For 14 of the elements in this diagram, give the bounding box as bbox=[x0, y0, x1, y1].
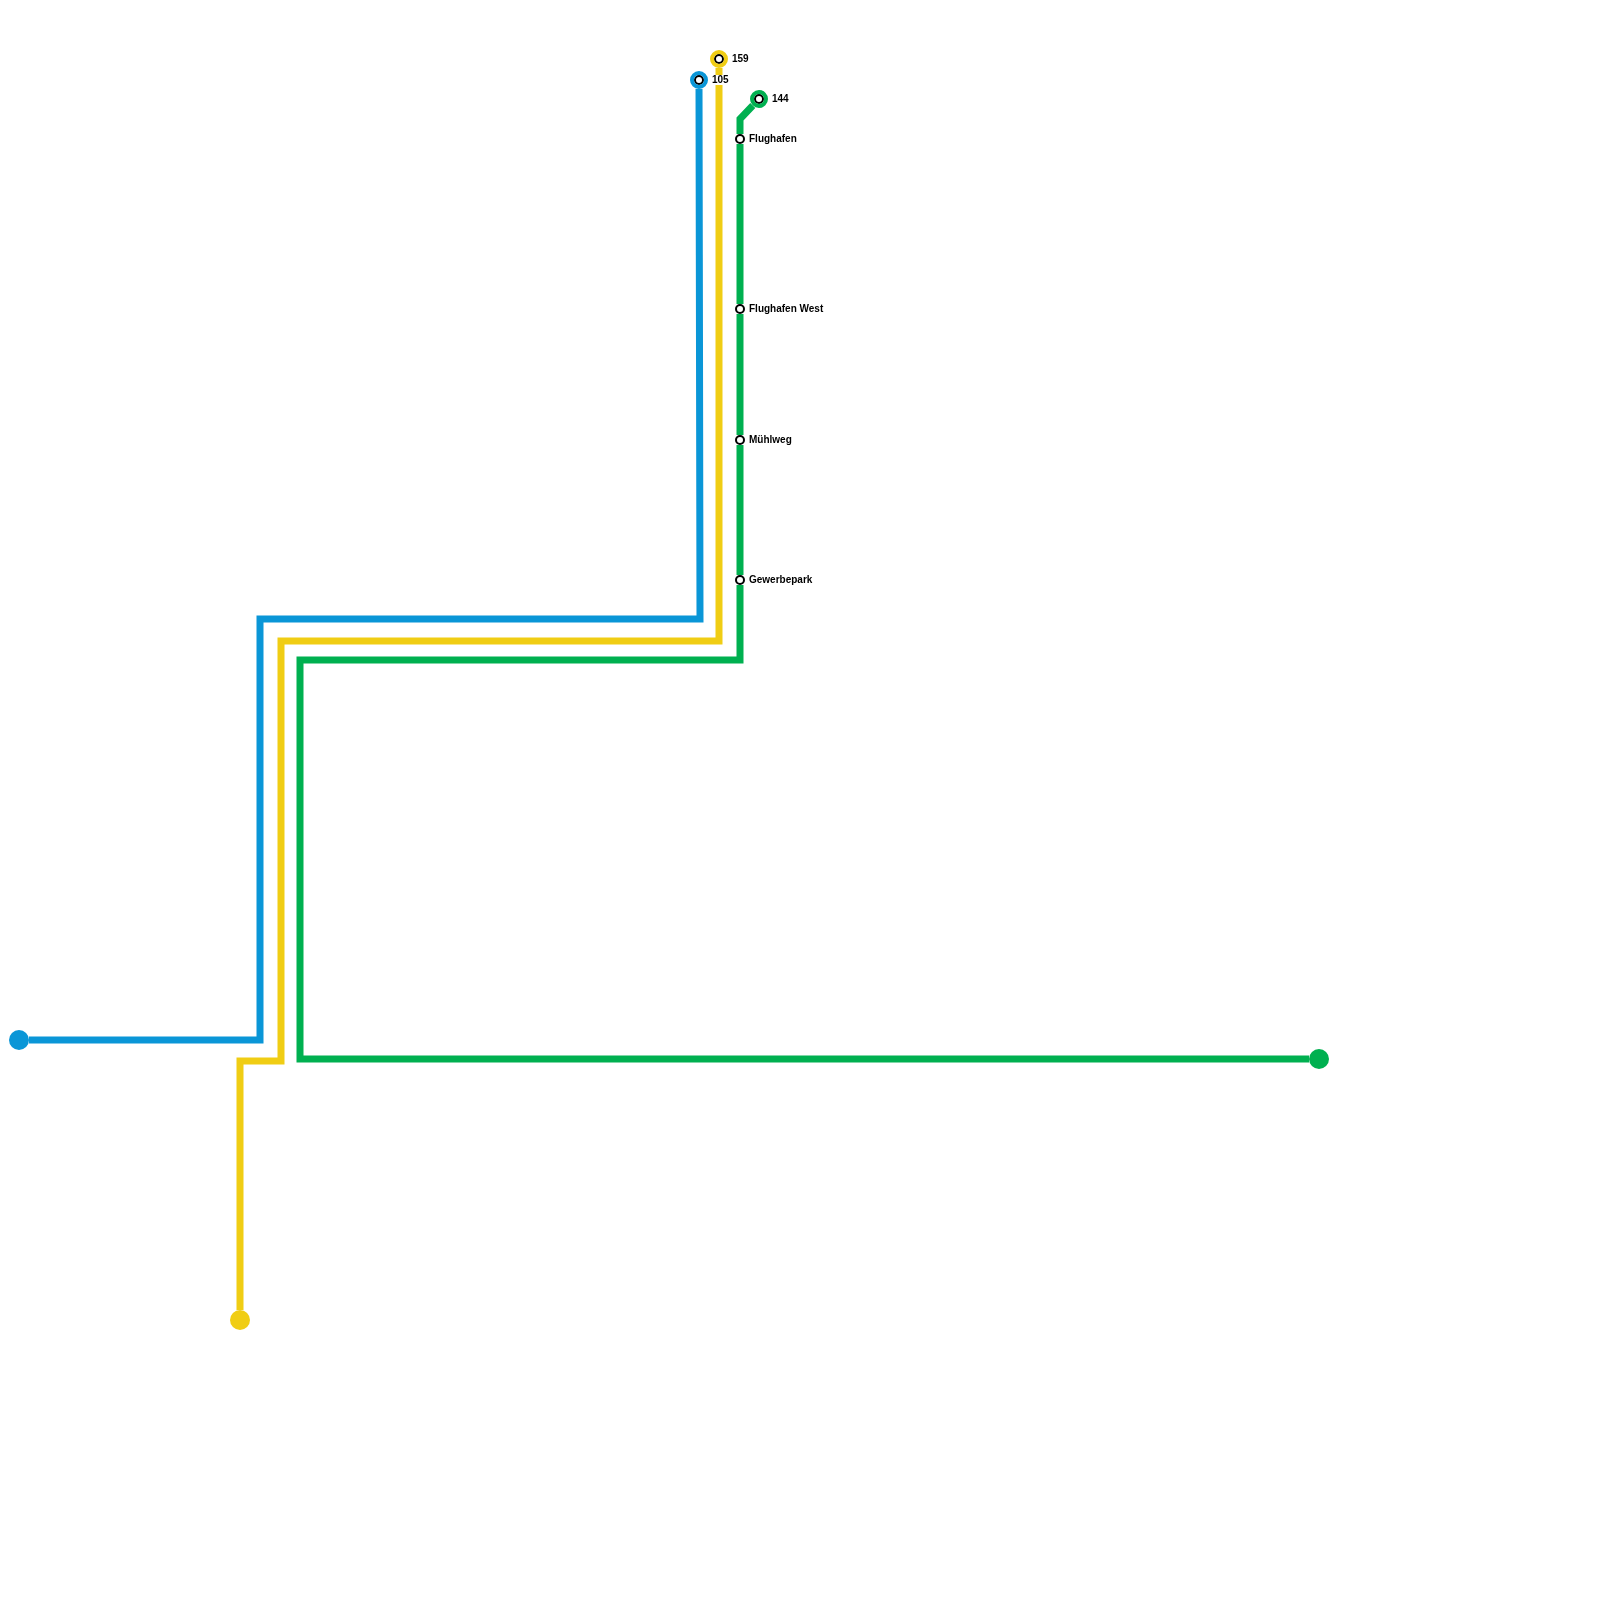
transit-line bbox=[29, 89, 704, 1044]
station-name: Gewerbepark bbox=[748, 575, 814, 585]
station-name: Mühlweg bbox=[748, 435, 793, 445]
route-number: 159 bbox=[731, 54, 750, 64]
route-number: 144 bbox=[771, 94, 790, 104]
route-number: 105 bbox=[711, 75, 730, 85]
transit-line bbox=[736, 144, 744, 304]
transit-line bbox=[236, 68, 723, 1310]
station-name: Flughafen West bbox=[748, 304, 825, 314]
transit-line bbox=[736, 314, 744, 435]
transit-line bbox=[296, 585, 1309, 1063]
station-name: Flughafen bbox=[748, 134, 798, 144]
transit-line bbox=[736, 103, 756, 134]
transit-line bbox=[736, 445, 744, 575]
